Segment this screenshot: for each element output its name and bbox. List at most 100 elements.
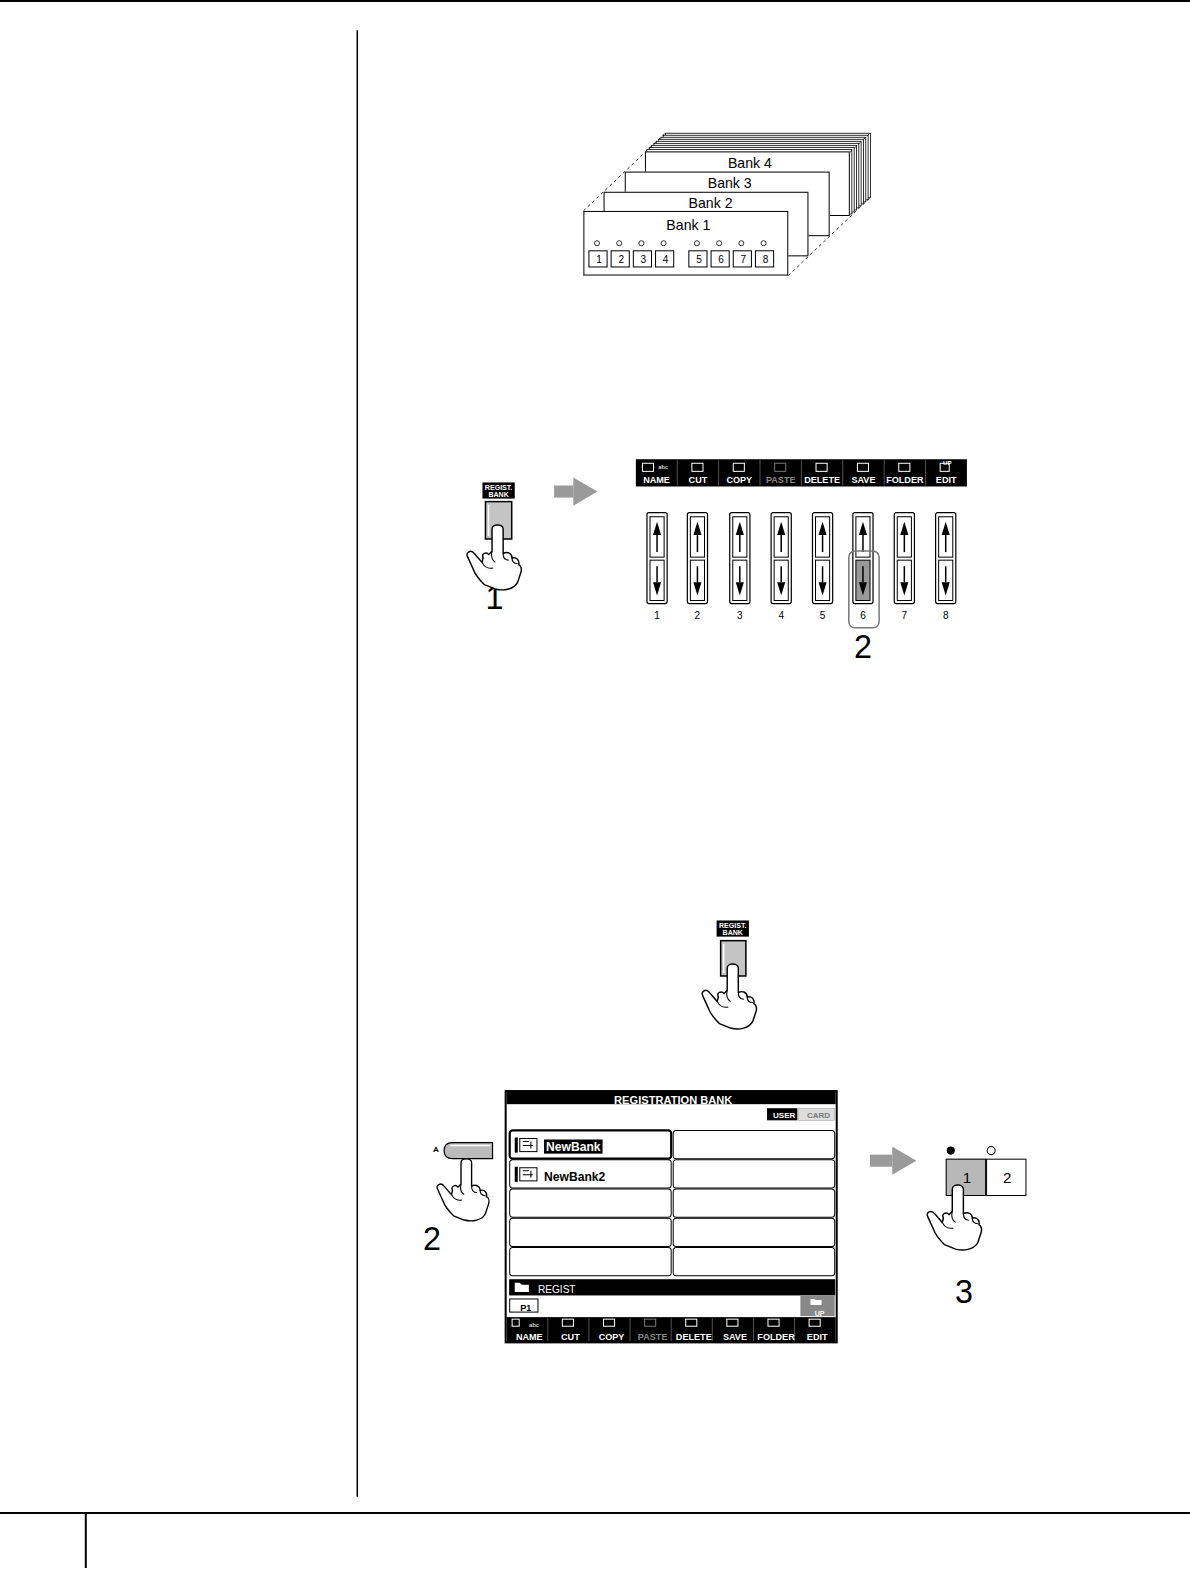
file-cell (673, 1130, 834, 1158)
number-button: 8 (755, 250, 774, 267)
key-label: A (433, 1146, 439, 1154)
node-text: REGIST. BANK (482, 482, 514, 498)
file-cell (510, 1218, 671, 1246)
node-text: REGIST. BANK (717, 920, 749, 936)
down-triangle (693, 582, 701, 595)
softkey-strip (636, 459, 967, 486)
node-text: NewBank (544, 1139, 603, 1153)
node-text: DELETE (804, 476, 840, 485)
key-label: 3 (737, 611, 743, 621)
up-stem (656, 535, 658, 552)
node-text: P1 (520, 1304, 531, 1313)
node-text: DELETE (676, 1333, 712, 1342)
up-key (897, 517, 911, 557)
up-icon (810, 1299, 821, 1305)
file-cell (510, 1130, 671, 1158)
slider-frame (894, 513, 914, 604)
node-text: REGISTRATION BANK (614, 1095, 732, 1106)
down-triangle (900, 582, 908, 595)
down-key (774, 560, 788, 600)
cell-divider (677, 460, 678, 485)
number-button: 4 (655, 250, 674, 267)
down-stem (945, 566, 947, 582)
node-text: 8 (763, 255, 769, 265)
up-stem (904, 535, 906, 552)
key-icon (645, 1319, 656, 1326)
file-icon (523, 1171, 533, 1178)
key-icon (642, 463, 653, 471)
slider-button (812, 513, 832, 604)
number-button: 6 (711, 250, 730, 267)
cell-divider (884, 460, 885, 485)
led-off (761, 241, 766, 246)
flow-arrow (870, 1155, 892, 1167)
slider-button (894, 513, 914, 604)
number-button: 2 (986, 1159, 1026, 1196)
led-off (594, 241, 599, 246)
cell-divider (925, 460, 926, 485)
number-button: 1 (588, 250, 607, 267)
file-cell (673, 1160, 834, 1188)
node-text: PASTE (766, 476, 796, 485)
up-triangle (819, 522, 827, 535)
slider-button (853, 513, 873, 604)
number-button: 5 (688, 250, 707, 267)
down-key (897, 560, 911, 600)
key-icon (727, 1319, 738, 1326)
cell-divider (801, 460, 802, 485)
file-cell (673, 1247, 834, 1275)
slider-frame (687, 513, 707, 604)
button-figure: abcNAMECUTCOPYPASTEDELETESAVEFOLDERUPEDI… (634, 456, 969, 607)
up-triangle (693, 522, 701, 535)
down-triangle (736, 582, 744, 595)
node-text: Bank 2 (689, 196, 733, 210)
top-rule (0, 0, 1190, 2)
perspective-lines (583, 133, 870, 275)
node-text: NAME (516, 1333, 543, 1342)
key-icon (562, 1319, 573, 1326)
node-text: FOLDER (757, 1333, 794, 1342)
strip-bar (636, 459, 967, 486)
node-text: NewBank2 (544, 1171, 605, 1183)
number-button: 3 (633, 250, 652, 267)
cell-divider (671, 1318, 672, 1341)
down-key (856, 560, 870, 600)
led-off (617, 241, 622, 246)
slider-frame (771, 513, 791, 604)
up-triangle (942, 522, 950, 535)
column-rule (357, 30, 359, 1497)
slider-button (936, 513, 956, 604)
led-on (947, 1147, 955, 1155)
number-button-lit: 1 (946, 1159, 986, 1196)
button-shine (450, 1145, 490, 1147)
up-triangle (777, 522, 785, 535)
down-stem (862, 566, 864, 582)
node-text: 1 (596, 255, 602, 265)
file-cell (673, 1189, 834, 1217)
function-bar (507, 1317, 836, 1342)
down-triangle (859, 582, 867, 595)
node-text: UP (815, 1310, 825, 1317)
node-text: FOLDER (886, 476, 923, 485)
node-text: 3 (641, 255, 647, 265)
node-text: EDIT (807, 1333, 828, 1342)
a-button (444, 1143, 492, 1159)
folder-bar (510, 1280, 835, 1295)
node-text: CARD (807, 1112, 830, 1120)
node-text: SAVE (851, 476, 875, 485)
button-shine (488, 505, 490, 536)
up-key (800, 1296, 834, 1316)
down-stem (656, 566, 658, 582)
node-text: 5 (696, 255, 702, 265)
key-label: 8 (943, 611, 949, 621)
node-text: abc (658, 464, 668, 470)
down-triangle (942, 582, 950, 595)
slider-frame (730, 513, 750, 604)
up-stem (739, 535, 741, 552)
pointing-hand (927, 1185, 981, 1250)
bank-leds (594, 241, 766, 246)
down-stem (822, 566, 824, 582)
pointing-hand (702, 964, 756, 1029)
